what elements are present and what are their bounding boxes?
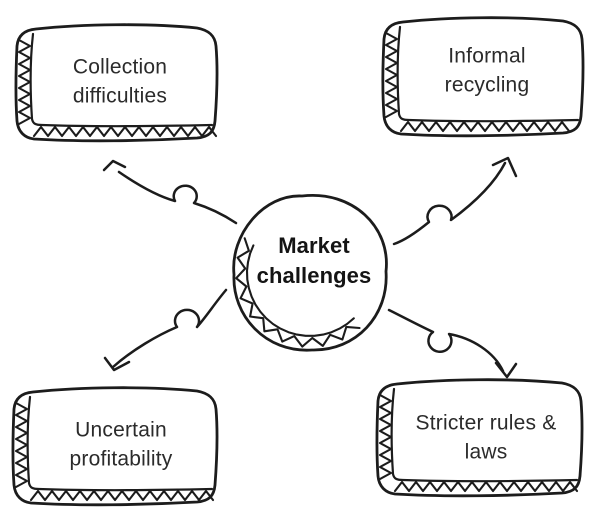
center-shape-market-challenges	[232, 193, 388, 352]
arrow-to-informal-recycling	[392, 156, 518, 246]
node-market-challenges: Market challenges	[256, 233, 372, 288]
arrow-to-stricter-rules-laws	[387, 308, 518, 379]
node-collection-difficulties: Collection difficulties	[72, 55, 168, 107]
arrow-to-collection-difficulties	[102, 159, 238, 225]
node-informal-recycling: Informal recycling	[444, 44, 530, 96]
arrow-to-uncertain-profitability	[103, 288, 228, 372]
node-shape-uncertain-profitability	[11, 386, 219, 507]
node-shape-informal-recycling	[381, 16, 585, 138]
node-shape-collection-difficulties	[14, 23, 219, 143]
node-shape-stricter-rules-laws	[375, 378, 584, 498]
node-stricter-rules-laws: Stricter rules & laws	[415, 411, 557, 463]
node-uncertain-profitability: Uncertain profitability	[69, 418, 173, 470]
